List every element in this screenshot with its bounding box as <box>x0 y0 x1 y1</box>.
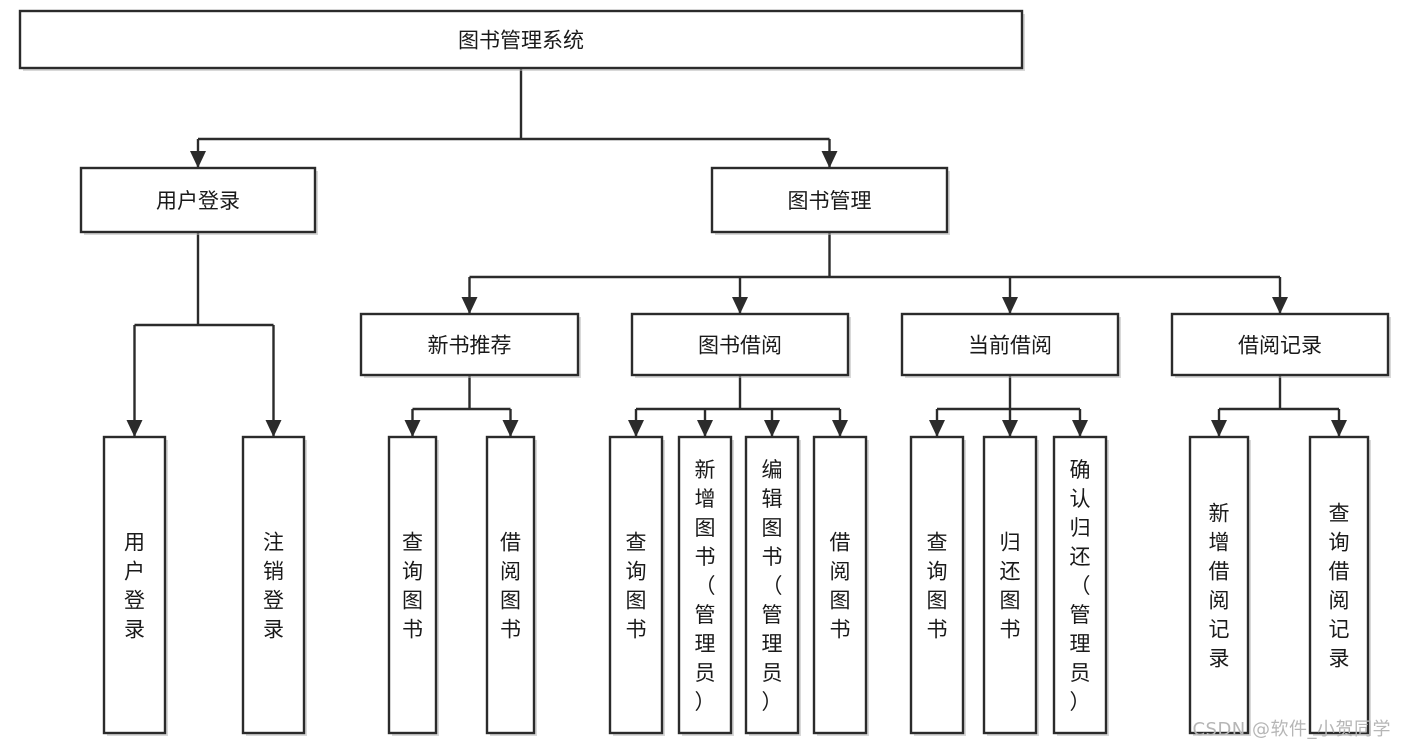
arrow-head-icon <box>628 420 644 437</box>
node-leaf-11[interactable]: 新增借阅记录 <box>1188 435 1251 736</box>
arrow-head-icon <box>764 420 780 437</box>
arrow-head-icon <box>404 420 421 437</box>
node-rect[interactable] <box>387 435 438 735</box>
node-leaf-1[interactable]: 注销登录 <box>241 435 307 736</box>
node-label: 借阅记录 <box>1238 334 1322 358</box>
node-level2-1[interactable]: 图书管理 <box>710 166 950 235</box>
node-rect[interactable] <box>1308 435 1370 735</box>
node-leaf-0[interactable]: 用户登录 <box>102 435 168 736</box>
node-label: 图书管理系统 <box>458 29 584 53</box>
arrow-head-icon <box>461 297 478 314</box>
node-rect[interactable] <box>359 312 580 377</box>
node-label: 图书借阅 <box>698 334 782 358</box>
node-leaf-3[interactable]: 借阅图书 <box>485 435 537 736</box>
arrow-head-icon <box>265 420 282 437</box>
node-rect[interactable] <box>79 166 317 234</box>
arrow-head-icon <box>1331 420 1347 437</box>
arrow-head-icon <box>1211 420 1227 437</box>
node-leaf-6[interactable]: 编辑图书（管理员） <box>744 435 801 736</box>
node-rect[interactable] <box>744 435 800 735</box>
node-label: 查询图书 <box>927 531 948 642</box>
node-leaf-8[interactable]: 查询图书 <box>909 435 966 736</box>
node-label: 注销登录 <box>263 531 284 642</box>
node-leaf-2[interactable]: 查询图书 <box>387 435 439 736</box>
node-rect[interactable] <box>1170 312 1390 377</box>
node-leaf-10[interactable]: 确认归还（管理员） <box>1052 435 1109 736</box>
arrow-head-icon <box>1272 297 1288 314</box>
node-leaf-5[interactable]: 新增图书（管理员） <box>677 435 734 736</box>
node-label: 用户登录 <box>156 189 240 213</box>
arrow-head-icon <box>502 420 519 437</box>
node-rect[interactable] <box>1188 435 1250 735</box>
node-label: 用户登录 <box>124 531 145 642</box>
node-label: 借阅图书 <box>500 531 521 642</box>
node-label: 新增图书（管理员） <box>695 458 716 714</box>
node-level3-3[interactable]: 借阅记录 <box>1170 312 1391 378</box>
arrow-head-icon <box>1002 420 1018 437</box>
arrow-head-icon <box>697 420 713 437</box>
node-label: 当前借阅 <box>968 334 1052 358</box>
node-level3-1[interactable]: 图书借阅 <box>630 312 851 378</box>
node-rect[interactable] <box>630 312 850 377</box>
arrow-head-icon <box>832 420 848 437</box>
node-rect[interactable] <box>812 435 868 735</box>
node-level2-0[interactable]: 用户登录 <box>79 166 318 235</box>
node-leaf-7[interactable]: 借阅图书 <box>812 435 869 736</box>
arrow-head-icon <box>732 297 748 314</box>
node-rect[interactable] <box>18 9 1024 70</box>
node-rect[interactable] <box>909 435 965 735</box>
node-label: 查询借阅记录 <box>1329 502 1350 671</box>
node-layer: 图书管理系统用户登录图书管理新书推荐图书借阅当前借阅借阅记录用户登录注销登录查询… <box>18 9 1391 736</box>
node-level3-0[interactable]: 新书推荐 <box>359 312 581 378</box>
node-leaf-9[interactable]: 归还图书 <box>982 435 1039 736</box>
connector-layer <box>126 68 1347 437</box>
node-label: 查询图书 <box>402 531 423 642</box>
node-label: 新增借阅记录 <box>1209 502 1230 671</box>
node-rect[interactable] <box>982 435 1038 735</box>
node-label: 新书推荐 <box>428 334 512 358</box>
node-rect[interactable] <box>485 435 536 735</box>
watermark-text: CSDN @软件_小贺同学 <box>1192 719 1391 740</box>
node-label: 图书管理 <box>788 189 872 213</box>
node-label: 编辑图书（管理员） <box>762 458 783 714</box>
node-root-图书管理系统[interactable]: 图书管理系统 <box>18 9 1025 71</box>
node-leaf-12[interactable]: 查询借阅记录 <box>1308 435 1371 736</box>
arrow-head-icon <box>929 420 945 437</box>
node-rect[interactable] <box>608 435 664 735</box>
arrow-head-icon <box>821 151 838 168</box>
arrow-head-icon <box>1002 297 1018 314</box>
node-leaf-4[interactable]: 查询图书 <box>608 435 665 736</box>
arrow-head-icon <box>190 151 206 168</box>
node-label: 借阅图书 <box>830 531 851 642</box>
node-rect[interactable] <box>710 166 949 234</box>
node-rect[interactable] <box>1052 435 1108 735</box>
arrow-head-icon <box>126 420 143 437</box>
node-label: 归还图书 <box>1000 531 1021 642</box>
node-rect[interactable] <box>241 435 306 735</box>
node-label: 查询图书 <box>626 531 647 642</box>
node-rect[interactable] <box>900 312 1120 377</box>
node-rect[interactable] <box>677 435 733 735</box>
arrow-head-icon <box>1072 420 1088 437</box>
node-label: 确认归还（管理员） <box>1070 458 1091 714</box>
node-rect[interactable] <box>102 435 167 735</box>
node-level3-2[interactable]: 当前借阅 <box>900 312 1121 378</box>
